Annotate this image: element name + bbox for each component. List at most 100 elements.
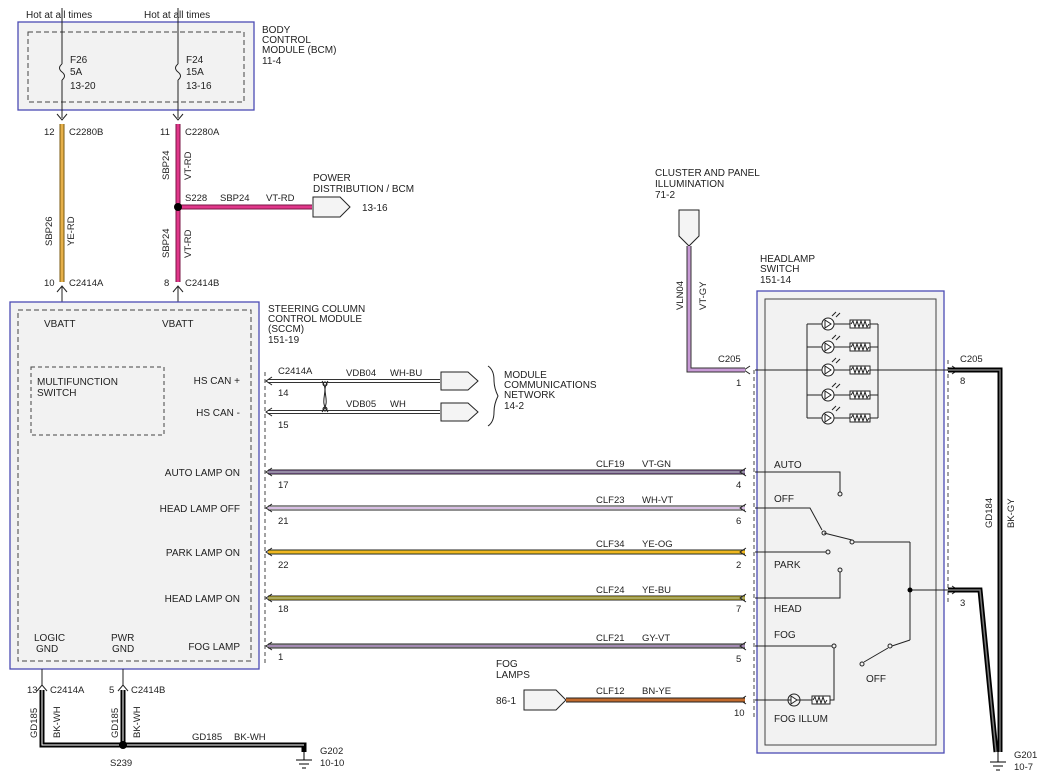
signal-fog-lamp: FOG LAMP xyxy=(188,642,240,653)
connector-c2414b-upper: C2414B xyxy=(185,278,219,289)
clf23-color: WH-VT xyxy=(642,495,673,506)
led-rows xyxy=(807,311,878,425)
signal-head-lamp-on: HEAD LAMP ON xyxy=(165,594,240,605)
can-lo-arrow-icon xyxy=(265,407,273,417)
pin-12: 12 xyxy=(44,127,55,138)
headlamp-title-2: SWITCH xyxy=(760,264,799,275)
fog-lamps-title-2: LAMPS xyxy=(496,670,530,681)
cluster-connector-icon xyxy=(678,209,700,247)
logic-gnd-1: LOGIC xyxy=(34,633,65,644)
can-hi-circuit: VDB04 xyxy=(346,368,376,379)
vln04-color: VT-GY xyxy=(698,281,709,310)
wire-sbp24-circuit-a: SBP24 xyxy=(161,150,172,180)
sccm-pin-18: 18 xyxy=(278,604,289,615)
gd184-color: BK-GY xyxy=(1006,498,1017,528)
clf34-color: YE-OG xyxy=(642,539,673,550)
sccm-module xyxy=(9,301,260,670)
position-off: OFF xyxy=(774,494,794,505)
ground-g201: G201 xyxy=(1014,750,1037,761)
splice-s228-dot xyxy=(174,203,182,211)
sccm-title-2: CONTROL MODULE xyxy=(268,314,362,325)
clf34-circuit: CLF34 xyxy=(596,539,625,550)
cluster-title-1: CLUSTER AND PANEL xyxy=(655,168,760,179)
logic-gnd-2: GND xyxy=(36,644,58,655)
led-row xyxy=(807,357,878,377)
wire-sbp24-color-b: VT-RD xyxy=(183,229,194,258)
fuse-f24-icon xyxy=(175,63,181,81)
position-fog: FOG xyxy=(774,630,796,641)
led-row xyxy=(807,334,878,354)
power-dist-connector-icon xyxy=(312,196,351,218)
switch-pin-arrows xyxy=(739,365,751,705)
hot-label-right: Hot at all times xyxy=(144,10,210,21)
fuse-f24-name: F24 xyxy=(186,55,204,66)
sccm-title-3: (SCCM) xyxy=(268,324,304,335)
fog-illum-led xyxy=(787,693,834,707)
network-title-1: MODULE xyxy=(504,370,547,381)
signal-head-lamp-off: HEAD LAMP OFF xyxy=(160,504,240,515)
can-hi-color: WH-BU xyxy=(390,368,422,379)
gnd-connector-c2414b: C2414B xyxy=(131,685,165,696)
network-title-3: NETWORK xyxy=(504,390,555,401)
led-row xyxy=(807,311,878,331)
wire-gd184 xyxy=(948,367,1003,753)
switch-pin-2: 2 xyxy=(736,560,741,571)
can-pin-15: 15 xyxy=(278,420,289,431)
sccm-pin-1: 1 xyxy=(278,652,283,663)
ground-g202-icon xyxy=(296,752,312,769)
pin-11: 11 xyxy=(160,127,170,138)
fog-illum-label: FOG ILLUM xyxy=(774,714,828,725)
wire-sbp26-color: YE-RD xyxy=(66,216,77,246)
gnd-pin-5: 5 xyxy=(109,685,114,696)
clf21-circuit: CLF21 xyxy=(596,633,625,644)
splice-s239: S239 xyxy=(110,758,132,769)
fuse-f26-icon xyxy=(59,63,65,81)
sccm-pin-21: 21 xyxy=(278,516,289,527)
hot-label-left: Hot at all times xyxy=(26,10,92,21)
switch-pin-4: 4 xyxy=(736,480,741,491)
can-brace-icon xyxy=(487,365,499,427)
splice-circuit: SBP24 xyxy=(220,193,250,204)
wire-vln04 xyxy=(686,246,745,373)
fog-lamps-connector-icon xyxy=(523,689,567,711)
pin-10: 10 xyxy=(44,278,55,289)
gnd-pin-13: 13 xyxy=(27,685,38,696)
splice-color: VT-RD xyxy=(266,193,295,204)
signal-hs-can-minus: HS CAN - xyxy=(196,408,240,419)
signal-park-lamp-on: PARK LAMP ON xyxy=(166,548,240,559)
pin-8: 8 xyxy=(164,278,169,289)
position-fog-off: OFF xyxy=(866,674,886,685)
can-hi-arrow-icon xyxy=(265,376,273,386)
headlamp-title-3: 151-14 xyxy=(760,275,792,286)
vln04-circuit: VLN04 xyxy=(675,281,686,310)
fuse-f26-amps: 5A xyxy=(70,67,83,78)
clf12-color: BN-YE xyxy=(642,686,671,697)
cluster-ref: 71-2 xyxy=(655,190,675,201)
clf21-color: GY-VT xyxy=(642,633,670,644)
gd185-left-color: BK-WH xyxy=(52,706,63,738)
ground-g201-ref: 10-7 xyxy=(1014,762,1033,773)
clf19-circuit: CLF19 xyxy=(596,459,625,470)
gd185-run-circuit: GD185 xyxy=(192,732,222,743)
gd185-right-circuit: GD185 xyxy=(110,708,121,738)
fuse-f26-ref: 13-20 xyxy=(70,81,96,92)
power-dist-ref: 13-16 xyxy=(362,203,388,214)
can-lo-connector-icon xyxy=(440,402,479,422)
headlamp-switch xyxy=(756,290,945,754)
can-hi-connector-icon xyxy=(440,371,479,391)
illumination-led-array xyxy=(755,324,948,418)
bcm-title-4: 11-4 xyxy=(262,56,282,67)
pwr-gnd-1: PWR xyxy=(111,633,134,644)
wire-gd185 xyxy=(39,690,307,752)
gd184-circuit: GD184 xyxy=(984,498,995,528)
led-row xyxy=(807,382,878,402)
bcm-module: BODY CONTROL MODULE (BCM) 11-4 xyxy=(17,21,336,111)
mfs-title-2: SWITCH xyxy=(37,388,76,399)
sccm-pin-22: 22 xyxy=(278,560,289,571)
can-connector: C2414A xyxy=(278,366,313,377)
position-auto: AUTO xyxy=(774,460,802,471)
network-title-2: COMMUNICATIONS xyxy=(504,380,597,391)
gnd-connector-c2414a: C2414A xyxy=(50,685,85,696)
power-dist-title-2: DISTRIBUTION / BCM xyxy=(313,184,414,195)
fog-lamps-title-1: FOG xyxy=(496,659,518,670)
